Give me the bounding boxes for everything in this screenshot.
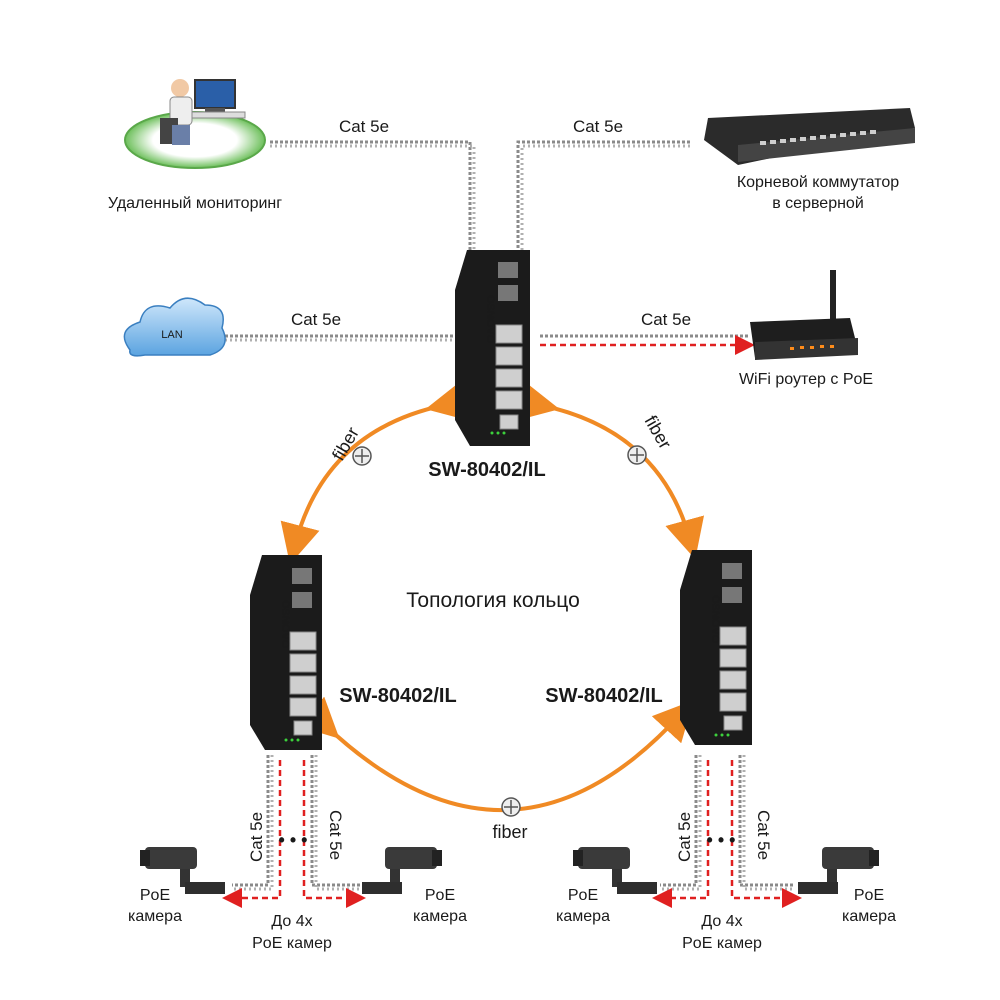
core-switch-label-line2: в серверной	[772, 195, 864, 212]
camera-ellipsis-left: • • •	[279, 830, 308, 850]
camera-label-line1: PoE	[568, 887, 598, 904]
cat5e-cables	[225, 140, 795, 891]
fiber-connector-icon	[352, 446, 372, 466]
wifi-router-icon	[750, 270, 858, 360]
poe-camera-icon	[798, 847, 879, 894]
top-switch-model: SW-80402/IL	[428, 459, 545, 481]
camera-label-line1: PoE	[854, 887, 884, 904]
camera-label-line1: PoE	[425, 887, 455, 904]
left-switch-brand: OSNOVO	[279, 600, 291, 649]
cable-label-core: Cat 5e	[573, 117, 623, 136]
cable-left-cam-a	[232, 755, 270, 887]
camera-label-line2: камера	[556, 908, 610, 925]
camera-label-line1: PoE	[140, 887, 170, 904]
camera-label-line2: камера	[842, 908, 896, 925]
remote-monitoring-workstation-icon	[124, 79, 266, 169]
max-cameras-line1-left: До 4х	[271, 913, 312, 930]
fiber-bottom	[296, 696, 694, 812]
fiber-connector-icon	[501, 797, 521, 817]
core-switch-label-line1: Корневой коммутатор	[737, 174, 899, 191]
right-switch-icon	[680, 550, 752, 745]
cable-remote-monitoring	[270, 140, 472, 250]
cable-label-left-a: Cat 5e	[247, 812, 266, 862]
cable-core-switch	[516, 140, 690, 250]
right-switch-brand: OSNOVO	[709, 595, 721, 644]
remote-monitoring-label: Удаленный мониторинг	[108, 195, 282, 212]
fiber-label-bottom: fiber	[492, 822, 527, 842]
fiber-connector-icon	[627, 445, 647, 465]
cable-label-wifi: Cat 5e	[641, 310, 691, 329]
left-switch-model: SW-80402/IL	[339, 685, 456, 707]
poe-camera-icon	[140, 847, 225, 894]
camera-label-line2: камера	[413, 908, 467, 925]
top-switch-icon	[455, 250, 530, 446]
cable-left-cam-b	[310, 755, 360, 887]
fiber-top-left	[280, 381, 469, 565]
top-switch-brand: OSNOVO	[484, 295, 496, 344]
poe-camera-icon	[362, 847, 442, 894]
cable-label-remote: Cat 5e	[339, 117, 389, 136]
lan-label: LAN	[161, 329, 182, 341]
cable-label-right-b: Cat 5e	[754, 810, 773, 860]
max-cameras-line1-right: До 4х	[701, 913, 742, 930]
poe-camera-icon	[573, 847, 657, 894]
max-cameras-line2-left: PoE камер	[252, 935, 332, 952]
wifi-router-label: WiFi роутер с PoE	[739, 371, 873, 388]
poe-lines	[222, 335, 802, 908]
fiber-top-right	[516, 381, 705, 560]
cable-label-right-a: Cat 5e	[675, 812, 694, 862]
topology-label: Топология кольцо	[406, 589, 580, 612]
cable-label-left-b: Cat 5e	[326, 810, 345, 860]
fiber-label-right: fiber	[641, 412, 676, 452]
lan-cloud-icon	[123, 297, 226, 357]
core-switch-icon	[704, 108, 915, 165]
right-switch-model: SW-80402/IL	[545, 685, 662, 707]
cable-right-cam-a	[660, 755, 698, 887]
cable-label-lan: Cat 5e	[291, 310, 341, 329]
max-cameras-line2-right: PoE камер	[682, 935, 762, 952]
cable-right-cam-b	[738, 755, 795, 887]
camera-label-line2: камера	[128, 908, 182, 925]
camera-ellipsis-right: • • •	[707, 830, 736, 850]
left-switch-icon	[250, 555, 322, 750]
